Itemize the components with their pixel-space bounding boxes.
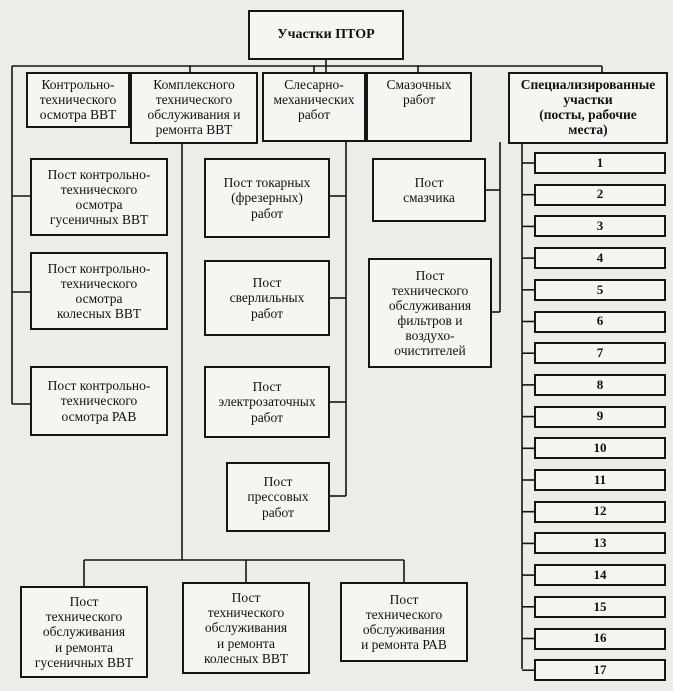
section-inspection-label: Контрольно- технического осмотра ВВТ bbox=[39, 77, 117, 123]
section-lubrication-label: Смазочных работ bbox=[386, 77, 452, 108]
mechanical-post-drilling: Пост сверлильных работ bbox=[204, 260, 330, 336]
section-inspection: Контрольно- технического осмотра ВВТ bbox=[26, 72, 130, 128]
inspection-post-label: Пост контрольно- технического осмотра гу… bbox=[47, 166, 151, 228]
inspection-post-label: Пост контрольно- технического осмотра РА… bbox=[47, 378, 151, 424]
specialized-place: 6 bbox=[534, 310, 666, 333]
maintenance-post-label: Пост технического обслуживания и ремонта… bbox=[361, 591, 447, 653]
specialized-place: 10 bbox=[534, 437, 666, 460]
maintenance-post-tracked: Пост технического обслуживания и ремонта… bbox=[20, 586, 148, 678]
mechanical-post-turning: Пост токарных (фрезерных) работ bbox=[204, 158, 330, 238]
inspection-post-label: Пост контрольно- технического осмотра ко… bbox=[47, 260, 151, 322]
mechanical-post-label: Пост электрозаточных работ bbox=[218, 379, 316, 425]
lubrication-post-oiler: Пост смазчика bbox=[372, 158, 486, 222]
mechanical-post-pressing: Пост прессовых работ bbox=[226, 462, 330, 532]
specialized-place: 4 bbox=[534, 247, 666, 270]
mechanical-post-label: Пост токарных (фрезерных) работ bbox=[223, 175, 311, 221]
specialized-place: 13 bbox=[534, 532, 666, 555]
specialized-place: 11 bbox=[534, 469, 666, 491]
inspection-post-tracked: Пост контрольно- технического осмотра гу… bbox=[30, 158, 168, 236]
specialized-place: 7 bbox=[534, 342, 666, 365]
section-mechanical: Слесарно- механических работ bbox=[262, 72, 366, 142]
specialized-place: 8 bbox=[534, 373, 666, 396]
maintenance-post-rav: Пост технического обслуживания и ремонта… bbox=[340, 582, 468, 662]
inspection-post-rav: Пост контрольно- технического осмотра РА… bbox=[30, 366, 168, 436]
section-maintenance-label: Комплексного технического обслуживания и… bbox=[147, 77, 241, 138]
root-box: Участки ПТОР bbox=[248, 10, 404, 60]
mechanical-post-label: Пост сверлильных работ bbox=[229, 275, 305, 321]
specialized-place: 15 bbox=[534, 595, 666, 618]
lubrication-post-label: Пост смазчика bbox=[403, 174, 455, 205]
maintenance-post-label: Пост технического обслуживания и ремонта… bbox=[204, 590, 288, 666]
section-specialized-label: Специализированные участки (посты, рабоч… bbox=[520, 77, 656, 138]
specialized-place: 14 bbox=[534, 564, 666, 587]
specialized-place: 2 bbox=[534, 183, 666, 206]
specialized-place: 1 bbox=[534, 152, 666, 174]
mechanical-post-label: Пост прессовых работ bbox=[247, 474, 309, 520]
root-title: Участки ПТОР bbox=[277, 27, 375, 43]
section-mechanical-label: Слесарно- механических работ bbox=[273, 77, 355, 123]
specialized-place: 3 bbox=[534, 215, 666, 238]
lubrication-post-label: Пост технического обслуживания фильтров … bbox=[388, 267, 472, 359]
specialized-place: 5 bbox=[534, 278, 666, 301]
section-maintenance: Комплексного технического обслуживания и… bbox=[130, 72, 258, 144]
section-lubrication: Смазочных работ bbox=[366, 72, 472, 142]
inspection-post-wheeled: Пост контрольно- технического осмотра ко… bbox=[30, 252, 168, 330]
specialized-place: 16 bbox=[534, 627, 666, 650]
specialized-place: 12 bbox=[534, 500, 666, 523]
mechanical-post-sharpening: Пост электрозаточных работ bbox=[204, 366, 330, 438]
section-specialized: Специализированные участки (посты, рабоч… bbox=[508, 72, 668, 144]
lubrication-post-filters: Пост технического обслуживания фильтров … bbox=[368, 258, 492, 368]
maintenance-post-wheeled: Пост технического обслуживания и ремонта… bbox=[182, 582, 310, 674]
specialized-place: 9 bbox=[534, 405, 666, 428]
specialized-place: 17 bbox=[534, 659, 666, 682]
maintenance-post-label: Пост технического обслуживания и ремонта… bbox=[34, 594, 134, 670]
